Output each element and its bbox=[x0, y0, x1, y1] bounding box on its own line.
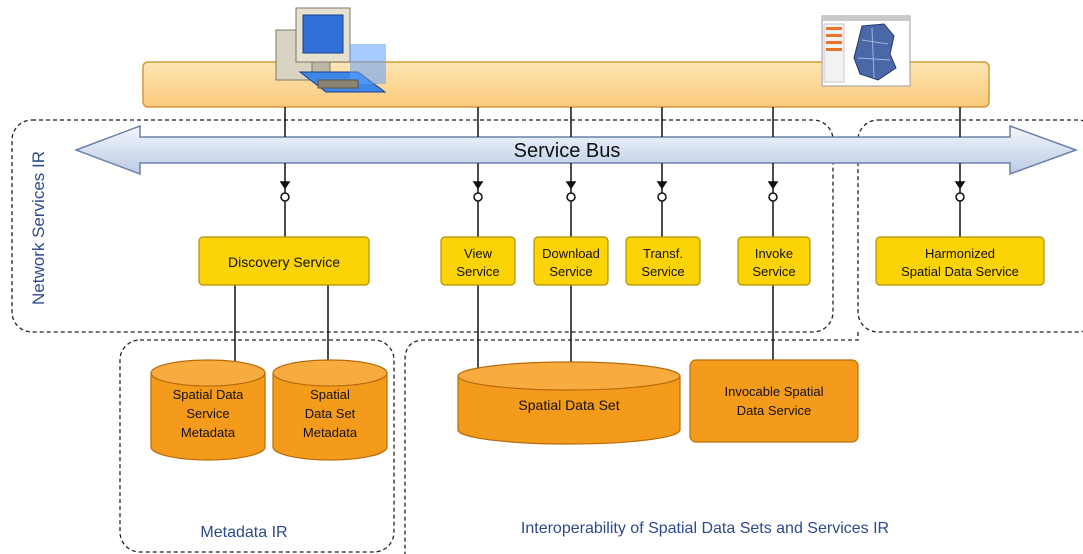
svg-text:Service: Service bbox=[456, 264, 499, 279]
svg-text:Spatial Data: Spatial Data bbox=[173, 387, 245, 402]
svg-text:Data Service: Data Service bbox=[737, 403, 811, 418]
invocable-spatial-data-service: Invocable Spatial Data Service bbox=[689, 359, 859, 443]
svg-text:Service: Service bbox=[752, 264, 795, 279]
download-service-line-1: Download bbox=[542, 246, 600, 261]
spatial-data-service-metadata-store: Spatial Data Service Metadata bbox=[150, 359, 266, 461]
invoke-service-line-2: Service bbox=[752, 264, 795, 279]
view-service: View Service bbox=[440, 236, 516, 286]
spatial-data-set-label: Spatial Data Set bbox=[518, 397, 619, 413]
bus-connectors-top bbox=[284, 107, 961, 137]
service-metadata-line-2: Service bbox=[186, 406, 229, 421]
svg-text:View: View bbox=[464, 246, 493, 261]
transformation-service-line-1: Transf. bbox=[643, 246, 683, 261]
service-bus-label: Service Bus bbox=[514, 140, 621, 162]
dataset-metadata-line-3: Metadata bbox=[303, 425, 358, 440]
harmonized-service-line-2: Spatial Data Service bbox=[901, 264, 1019, 279]
svg-text:Download: Download bbox=[542, 246, 600, 261]
harmonized-spatial-data-service: Harmonized Spatial Data Service bbox=[875, 236, 1045, 286]
discovery-service-label: Discovery Service bbox=[228, 254, 340, 270]
discovery-service: Discovery Service bbox=[198, 236, 370, 286]
view-service-line-2: Service bbox=[456, 264, 499, 279]
computer-icon bbox=[275, 7, 387, 93]
data-connectors bbox=[234, 285, 774, 372]
svg-text:Service: Service bbox=[186, 406, 229, 421]
download-service: Download Service bbox=[533, 236, 609, 286]
svg-text:Invocable Spatial: Invocable Spatial bbox=[724, 384, 823, 399]
interoperability-region bbox=[404, 332, 859, 554]
svg-text:Discovery Service: Discovery Service bbox=[228, 254, 340, 270]
svg-text:Data Set: Data Set bbox=[305, 406, 356, 421]
network-services-label: Network Services IR bbox=[29, 151, 48, 305]
dataset-metadata-line-2: Data Set bbox=[305, 406, 356, 421]
download-service-line-2: Service bbox=[549, 264, 592, 279]
spatial-data-set-store: Spatial Data Set bbox=[457, 361, 681, 445]
dataset-metadata-line-1: Spatial bbox=[310, 387, 350, 402]
invoke-service-line-1: Invoke bbox=[755, 246, 793, 261]
svg-text:Invoke: Invoke bbox=[755, 246, 793, 261]
service-metadata-line-1: Spatial Data bbox=[173, 387, 245, 402]
metadata-region bbox=[119, 339, 395, 553]
transformation-service-line-2: Service bbox=[641, 264, 684, 279]
invocable-line-1: Invocable Spatial bbox=[724, 384, 823, 399]
svg-text:Harmonized: Harmonized bbox=[925, 246, 995, 261]
svg-text:Metadata: Metadata bbox=[303, 425, 358, 440]
view-service-line-1: View bbox=[464, 246, 493, 261]
svg-text:Transf.: Transf. bbox=[643, 246, 683, 261]
service-bus-arrow bbox=[73, 124, 1079, 176]
harmonized-services-region bbox=[857, 119, 1083, 333]
service-metadata-line-3: Metadata bbox=[181, 425, 236, 440]
map-viewer-icon bbox=[821, 15, 911, 87]
spatial-data-set-metadata-store: Spatial Data Set Metadata bbox=[272, 359, 388, 461]
interoperability-ir-label: Interoperability of Spatial Data Sets an… bbox=[521, 520, 889, 537]
svg-text:Service: Service bbox=[549, 264, 592, 279]
invoke-service: Invoke Service bbox=[737, 236, 811, 286]
transformation-service: Transf. Service bbox=[625, 236, 701, 286]
metadata-ir-label: Metadata IR bbox=[200, 524, 287, 541]
harmonized-service-line-1: Harmonized bbox=[925, 246, 995, 261]
svg-text:Service: Service bbox=[641, 264, 684, 279]
invocable-line-2: Data Service bbox=[737, 403, 811, 418]
network-services-region bbox=[11, 119, 834, 333]
svg-text:Metadata: Metadata bbox=[181, 425, 236, 440]
interface-connectors bbox=[279, 163, 966, 237]
svg-text:Spatial Data Service: Spatial Data Service bbox=[901, 264, 1019, 279]
svg-text:Spatial Data Set: Spatial Data Set bbox=[518, 397, 619, 413]
svg-text:Spatial: Spatial bbox=[310, 387, 350, 402]
